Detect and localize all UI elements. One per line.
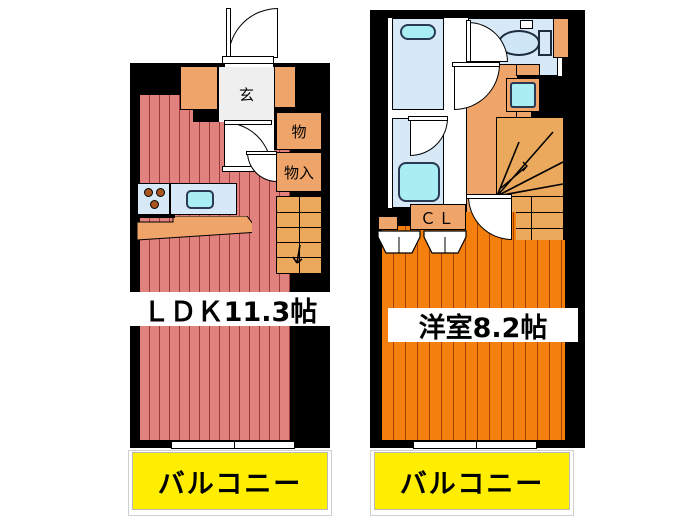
storage-upper[interactable]: 物 [276,112,322,150]
slider-split [476,442,477,448]
washbasin-bowl [400,24,436,40]
stair-step [497,228,563,229]
bath-door-leaf [408,116,448,121]
hall-door-leaf-right [452,62,500,67]
right-unit-plan: ＣＬ 洋室8.2帖 バルコニー [350,0,700,525]
stair-direction-arrow [292,244,303,264]
closet-cl[interactable]: ＣＬ [410,204,466,230]
bedroom-room-label: 洋室8.2帖 [388,308,578,344]
closet-folding-doors[interactable] [376,229,468,257]
genkan-label-box: 玄 [219,67,274,122]
balcony-sliding-door-right[interactable] [413,441,537,449]
bedroom-label-text: 洋室8.2帖 [418,312,548,344]
balcony-right-label: バルコニー [399,468,545,500]
ldk-room-label: ＬＤＫ11.3帖 [125,292,335,328]
stair-centerline [299,197,300,273]
closet-door-leaf [246,151,277,155]
stair-step [277,227,321,228]
kitchen-divider [169,183,171,215]
toilet-paper-holder [520,20,533,29]
closet-cl-label: ＣＬ [419,209,456,228]
bedroom-door-leaf [466,194,512,199]
stair-step [497,212,563,213]
room-ldk-upper-left [140,95,193,155]
storage-upper-label: 物 [291,122,307,141]
stair-step [277,242,321,243]
stove-burner [150,200,159,209]
entry-door-swing [228,8,278,58]
bathtub [398,162,440,202]
kitchen-sink [186,190,214,209]
hall-door-leaf [224,120,272,125]
stair-centerline [531,196,532,272]
toilet-door-leaf [466,20,471,62]
genkan-label: 玄 [238,86,254,104]
stair-step [277,257,321,258]
washing-machine-basin [510,82,536,108]
storage-lower-label: 物入 [283,163,314,182]
slider-split [234,442,235,448]
toilet-tank [538,30,552,56]
hall-notch [516,64,540,76]
balcony-right: バルコニー [374,452,570,510]
counter-edge [137,214,175,218]
balcony-left: バルコニー [132,452,328,510]
entry-threshold [222,56,274,64]
ldk-label-text: ＬＤＫ11.3帖 [142,296,318,328]
entry-side-cabinet [274,66,296,108]
storage-lower[interactable]: 物入 [276,152,322,192]
balcony-left-label: バルコニー [157,468,303,500]
shoe-box [180,66,218,110]
balcony-sliding-door-left[interactable] [171,441,295,449]
kitchen-counter-front [137,216,252,241]
entry-door-leaf [226,8,231,58]
stove-burner [144,188,153,197]
left-unit-plan: 玄 物 物入 [125,8,335,516]
stove-burner [156,188,165,197]
closet-side-block [378,216,398,230]
stair-step [277,212,321,213]
toilet-side-cabinet [553,18,569,58]
stairs-left [276,196,322,274]
stair-step [497,196,563,197]
